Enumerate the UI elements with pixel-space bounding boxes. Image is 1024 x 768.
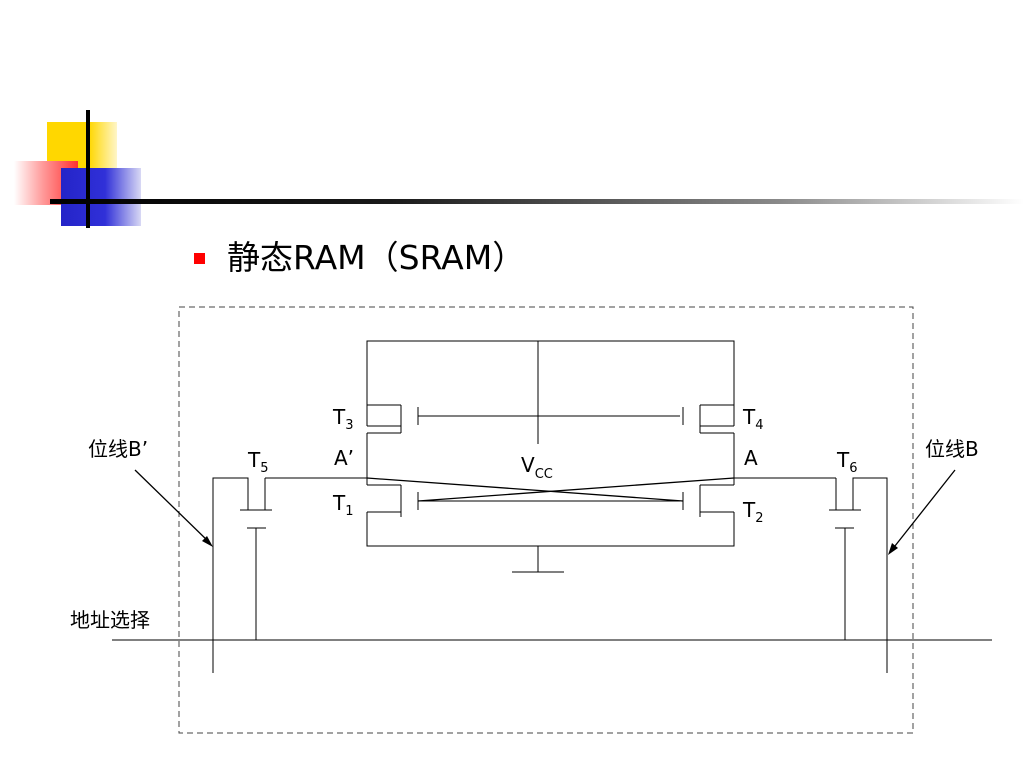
cross-coupling-wire-2 (417, 477, 735, 502)
label-bit-line-b: 位线B (925, 437, 979, 461)
label-t2: T2 (742, 498, 764, 526)
label-t4-sub: 4 (755, 418, 763, 433)
label-t5: T5 (247, 448, 269, 476)
blue-decor-square (61, 168, 141, 226)
label-vcc-sub: CC (535, 467, 553, 482)
label-vcc: VCC (521, 453, 553, 482)
arrowhead-left-icon (202, 536, 213, 547)
header-rule-line (50, 199, 1024, 204)
chip-boundary-box (178, 306, 914, 734)
bit-line-b-arrow (890, 469, 956, 552)
slide-title: 静态RAM（SRAM） (227, 238, 526, 277)
transistor-t5 (212, 477, 367, 673)
cross-coupling-wire-1 (366, 477, 684, 502)
label-t4: T4 (742, 405, 764, 433)
label-a: A (744, 446, 758, 470)
label-t1: T1 (332, 491, 354, 519)
transistor-t3 (366, 404, 680, 434)
label-t3: T3 (332, 405, 354, 433)
bottom-frame-wire (366, 512, 735, 547)
title-bullet-item: 静态RAM（SRAM） (194, 236, 525, 280)
bit-line-b-prime-arrow (134, 469, 211, 544)
label-t2-sub: 2 (755, 511, 763, 526)
bullet-square-icon (194, 252, 205, 264)
label-address-select: 地址选择 (70, 608, 150, 632)
label-t1-sub: 1 (345, 504, 353, 519)
transistor-t2 (682, 484, 734, 517)
label-t6: T6 (836, 448, 858, 476)
arrowhead-right-icon (888, 543, 898, 555)
label-t5-sub: 5 (260, 461, 268, 476)
label-bit-line-b-prime: 位线B’ (88, 437, 148, 461)
decor-vertical-line (86, 110, 90, 228)
label-t3-sub: 3 (345, 418, 353, 433)
transistor-t6 (734, 477, 888, 673)
transistor-t1 (367, 484, 680, 517)
transistor-t4 (682, 404, 735, 434)
label-a-prime: A’ (334, 446, 354, 470)
label-t6-sub: 6 (849, 461, 857, 476)
top-frame-wire (366, 340, 735, 426)
